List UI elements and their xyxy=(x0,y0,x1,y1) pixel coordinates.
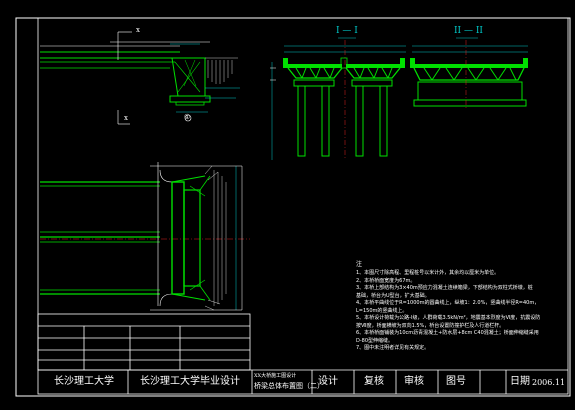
note-item: 2、本桥桥面宽度为67m。 xyxy=(356,277,416,284)
detail-circle-label: ① xyxy=(184,113,191,121)
cross-section-1[interactable] xyxy=(270,40,406,160)
note-item: 1、本图尺寸除高程、里程桩号以米计外，其余均以厘米为单位。 xyxy=(356,270,500,276)
project-name: 长沙理工大学毕业设计 xyxy=(140,376,240,387)
design-label: 设计 xyxy=(318,376,338,387)
note-item: D-80型伸缩缝。 xyxy=(356,337,394,344)
review-label: 复核 xyxy=(364,376,384,387)
notes-list: 1、本图尺寸除高程、里程桩号以米计外，其余均以厘米为单位。2、本桥桥面宽度为67… xyxy=(356,270,562,351)
plan-view[interactable] xyxy=(40,162,250,311)
date-value: 2006.11 xyxy=(532,378,566,387)
cross-section-2[interactable] xyxy=(410,40,528,110)
elevation-view[interactable] xyxy=(40,31,240,125)
section-1-label: I — I xyxy=(336,26,358,36)
title-block-frame xyxy=(37,313,568,394)
note-item: 6、本桥桥面铺装为10cm沥青混凝土+防水层+8cm C40混凝土；桥面伸缩缝采… xyxy=(356,330,539,336)
axis-mark-top: x xyxy=(136,26,140,34)
section-2-label: II — II xyxy=(454,26,483,36)
drawing-no-label: 图号 xyxy=(446,376,466,387)
note-item: 按Ⅶ度，桥面横坡为双向1.5%，桥台设置防撞护栏及人行道栏杆。 xyxy=(356,322,505,329)
note-item: L=150m的竖曲线上。 xyxy=(356,307,408,314)
notes-title: 注 xyxy=(356,261,363,268)
inner-frame xyxy=(37,17,569,395)
date-label: 日期 xyxy=(510,376,530,387)
notes-block: 注 1、本图尺寸除高程、里程桩号以米计外，其余均以厘米为单位。2、本桥桥面宽度为… xyxy=(356,262,562,353)
note-item: 3、本桥上部结构为3×40m预应力混凝土连续箱梁，下部结构为双柱式桥墩，桩 xyxy=(356,285,533,291)
note-item: 4、本桥平曲线位于R=1000m的圆曲线上，纵坡1：2.0%，竖曲线半径R=40… xyxy=(356,300,540,306)
drawing-title-line2: 桥梁总体布置图（二） xyxy=(254,382,324,390)
note-item: 基础，桥台为U型台，扩大基础。 xyxy=(356,292,430,299)
axis-mark-bottom: x xyxy=(124,114,128,122)
note-item: 5、本桥设计荷载为公路-I级，人群荷载3.5kN/m²，地震基本烈度为Ⅵ度，抗震… xyxy=(356,315,541,321)
school-name: 长沙理工大学 xyxy=(54,376,114,387)
note-item: 7、图中未注明者详见有关规定。 xyxy=(356,345,430,351)
drawing-title-line1: XX大桥施工图设计 xyxy=(254,373,297,379)
audit-label: 审核 xyxy=(404,376,424,387)
